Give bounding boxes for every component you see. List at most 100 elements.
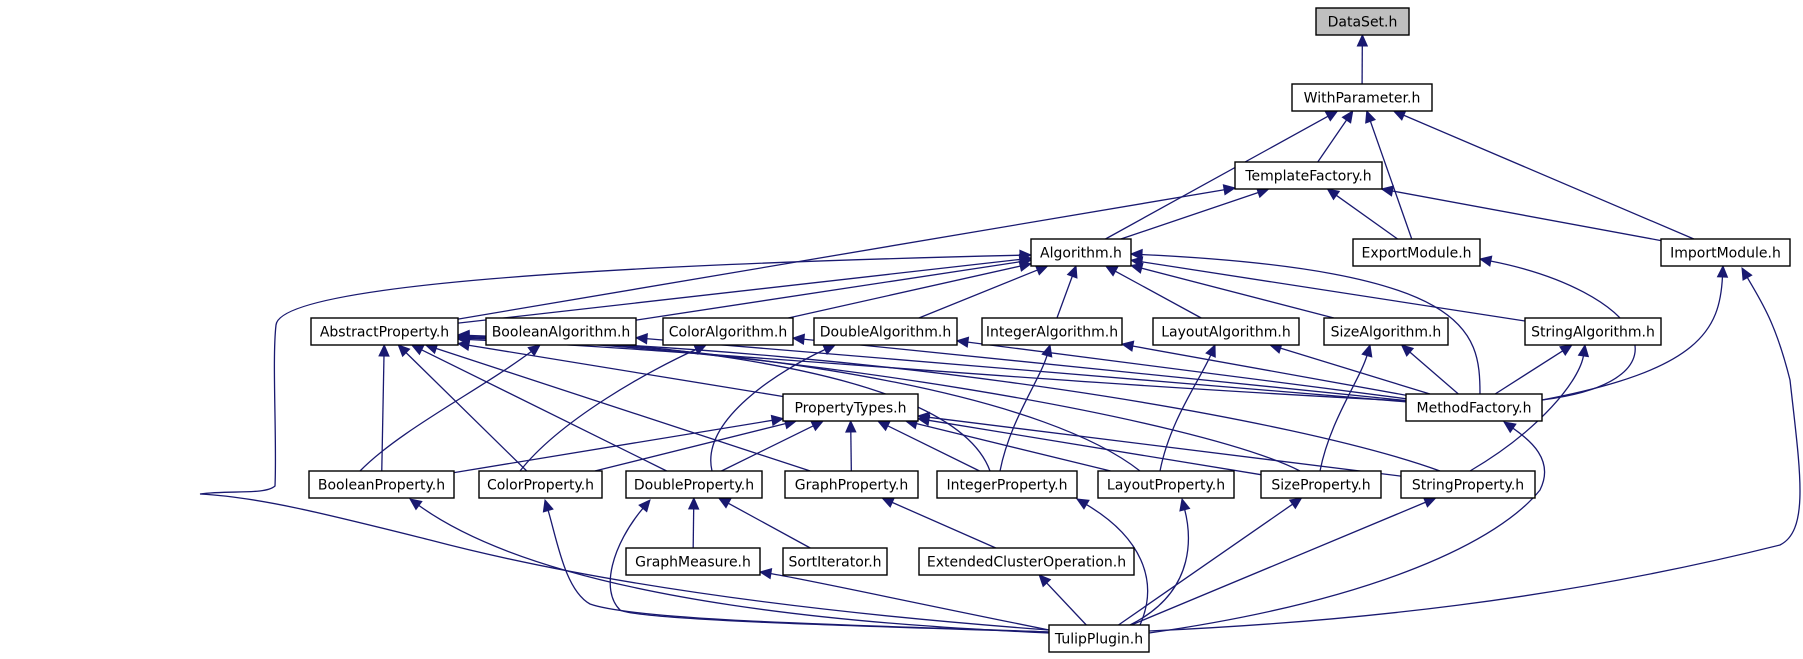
edge-sizealgorithm-to-algorithm	[1129, 262, 1335, 319]
edge-line	[457, 258, 1022, 324]
edge-line	[635, 260, 1022, 321]
edge-line	[519, 348, 698, 472]
edge-methodfactory-to-importmodule	[1541, 264, 1729, 401]
edge-arrowhead	[758, 567, 773, 580]
edge-arrowhead	[1478, 255, 1493, 267]
node-stringalgorithm[interactable]: StringAlgorithm.h	[1524, 317, 1662, 346]
node-withparameter[interactable]: WithParameter.h	[1291, 83, 1433, 112]
edge-line	[891, 501, 997, 549]
edge-line	[918, 269, 1039, 319]
node-label: TemplateFactory.h	[1244, 169, 1371, 185]
edge-doubleproperty-to-abstractproperty	[410, 344, 667, 472]
node-sizeproperty[interactable]: SizeProperty.h	[1260, 470, 1382, 499]
node-graphproperty[interactable]: GraphProperty.h	[784, 470, 919, 499]
node-label: BooleanAlgorithm.h	[492, 325, 631, 341]
node-tulipplugin[interactable]: TulipPlugin.h	[1048, 624, 1150, 653]
node-label: TulipPlugin.h	[1054, 632, 1143, 648]
node-colorproperty[interactable]: ColorProperty.h	[478, 470, 603, 499]
node-graphmeasure[interactable]: GraphMeasure.h	[625, 547, 761, 576]
node-label: ColorAlgorithm.h	[669, 325, 787, 341]
edge-arrowhead	[456, 333, 470, 346]
node-extendedclusteroperation[interactable]: ExtendedClusterOperation.h	[918, 547, 1135, 576]
edge-line	[457, 188, 1226, 320]
edge-arrowhead	[1400, 344, 1415, 357]
node-doubleproperty[interactable]: DoubleProperty.h	[625, 470, 763, 499]
node-label: StringAlgorithm.h	[1531, 325, 1655, 341]
node-templatefactory[interactable]: TemplateFactory.h	[1234, 161, 1383, 190]
edge-methodfactory-to-integeralgorithm	[1120, 340, 1407, 396]
edge-line	[1402, 114, 1695, 240]
edge-methodfactory-to-coloralgorithm	[791, 333, 1407, 402]
node-layoutproperty[interactable]: LayoutProperty.h	[1097, 470, 1235, 499]
node-abstractproperty[interactable]: AbstractProperty.h	[310, 317, 459, 346]
edge-tulipplugin-to-stringproperty	[1131, 497, 1437, 626]
node-box	[936, 470, 1078, 499]
edge-line	[1408, 351, 1459, 395]
node-stringproperty[interactable]: StringProperty.h	[1400, 470, 1536, 499]
edge-line	[199, 254, 1050, 631]
node-label: ExportModule.h	[1361, 246, 1471, 262]
edge-arrowhead	[1559, 344, 1573, 357]
node-box	[782, 393, 919, 422]
edge-line	[1335, 194, 1398, 240]
edge-line	[1148, 276, 1801, 632]
node-box	[310, 317, 459, 346]
edge-arrowhead	[527, 344, 541, 357]
node-importmodule[interactable]: ImportModule.h	[1660, 238, 1791, 267]
edge-stringalgorithm-to-algorithm	[1129, 256, 1526, 322]
node-label: Algorithm.h	[1040, 246, 1122, 262]
node-box	[784, 470, 919, 499]
edge-arrowhead	[1179, 497, 1191, 512]
node-label: StringProperty.h	[1412, 478, 1524, 494]
node-dataset[interactable]: DataSet.h	[1315, 7, 1410, 36]
edge-line	[999, 354, 1048, 472]
node-propertytypes[interactable]: PropertyTypes.h	[782, 393, 919, 422]
edge-arrowhead	[1104, 265, 1119, 277]
edge-arrowhead	[845, 419, 857, 433]
edge-arrowhead	[1422, 497, 1437, 508]
node-integeralgorithm[interactable]: IntegerAlgorithm.h	[981, 317, 1123, 346]
node-booleanproperty[interactable]: BooleanProperty.h	[308, 470, 455, 499]
edge-stringproperty-to-propertytypes	[916, 411, 1402, 477]
node-label: ColorProperty.h	[487, 478, 594, 494]
edge-line	[1131, 501, 1427, 626]
edge-line	[692, 507, 695, 549]
edge-arrowhead	[1018, 260, 1033, 272]
node-doublealgorithm[interactable]: DoubleAlgorithm.h	[813, 317, 958, 346]
edge-graphmeasure-to-doubleproperty	[687, 496, 700, 549]
node-sizealgorithm[interactable]: SizeAlgorithm.h	[1323, 317, 1449, 346]
node-label: BooleanProperty.h	[318, 478, 445, 494]
edge-line	[1085, 503, 1149, 626]
node-box	[918, 547, 1135, 576]
node-label: MethodFactory.h	[1417, 401, 1532, 417]
node-coloralgorithm[interactable]: ColorAlgorithm.h	[662, 317, 794, 346]
edge-methodfactory-to-doublealgorithm	[955, 336, 1407, 400]
node-box	[1152, 317, 1300, 346]
edge-arrowhead	[1038, 574, 1052, 588]
edge-tulipplugin-to-graphmeasure	[758, 567, 1050, 631]
node-box	[485, 317, 637, 346]
edge-doubleproperty-to-propertytypes	[721, 420, 825, 472]
edge-line	[1369, 120, 1413, 240]
node-methodfactory[interactable]: MethodFactory.h	[1405, 393, 1543, 422]
edge-booleanproperty-to-booleanalgorithm	[359, 344, 541, 472]
edge-line	[1118, 503, 1294, 626]
node-label: LayoutProperty.h	[1107, 478, 1225, 494]
edge-layoutproperty-to-layoutalgorithm	[1159, 343, 1216, 472]
node-sortiterator[interactable]: SortIterator.h	[782, 547, 888, 576]
node-box	[813, 317, 958, 346]
node-exportmodule[interactable]: ExportModule.h	[1352, 238, 1481, 267]
edge-doublealgorithm-to-algorithm	[918, 264, 1049, 319]
node-booleanalgorithm[interactable]: BooleanAlgorithm.h	[485, 317, 637, 346]
edge-line	[645, 337, 1407, 403]
node-algorithm[interactable]: Algorithm.h	[1030, 238, 1132, 267]
edge-line	[547, 509, 1050, 633]
edge-arrowhead	[876, 420, 891, 432]
node-box	[1405, 393, 1543, 422]
edge-layoutalgorithm-to-algorithm	[1104, 265, 1202, 319]
edge-line	[420, 348, 667, 472]
node-integerproperty[interactable]: IntegerProperty.h	[936, 470, 1078, 499]
node-layoutalgorithm[interactable]: LayoutAlgorithm.h	[1152, 317, 1300, 346]
node-box	[1260, 470, 1382, 499]
edge-importmodule-to-templatefactory	[1380, 185, 1662, 242]
